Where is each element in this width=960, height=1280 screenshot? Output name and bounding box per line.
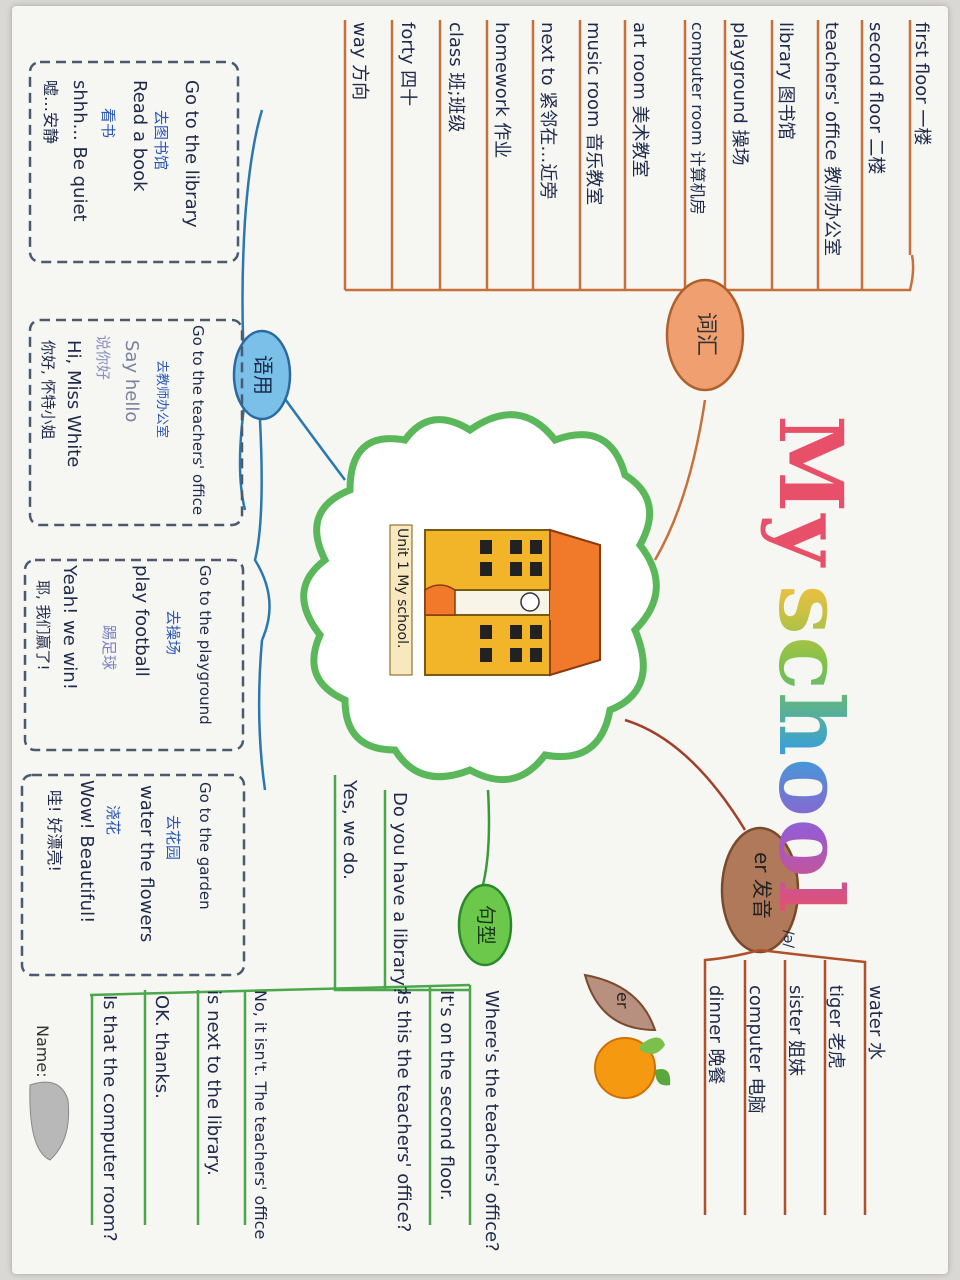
dialogue-line: Say hello	[121, 340, 142, 423]
vocab-line: music room 音乐教室	[583, 22, 604, 206]
er-bubble-shape	[720, 826, 800, 954]
sentence-bubble-shape	[457, 883, 513, 967]
dialogue-line: Wow! Beautiful!	[76, 780, 97, 924]
er-leaf-label: er	[613, 992, 632, 1009]
name-sticker	[29, 1081, 70, 1161]
sentence-line: is next to the library.	[203, 990, 224, 1176]
er-word: computer 电脑	[745, 985, 766, 1114]
dialogue-line: Go to the garden	[196, 782, 214, 910]
dialogue-line: 哇! 好漂亮!	[45, 790, 64, 872]
vocab-line: art room 美术教室	[629, 22, 650, 178]
sentence-line: Do you have a library?	[389, 792, 410, 996]
vocab-line: class 班;班级	[445, 22, 466, 133]
orange-fruit	[594, 1037, 656, 1099]
dialogue-line: 去花园	[164, 815, 182, 861]
er-word: sister 姐妹	[785, 985, 806, 1077]
vocab-line: way 方向	[349, 22, 370, 101]
dialogue-line: play football	[131, 565, 152, 677]
sentence-line: Is this the teachers' office?	[393, 990, 414, 1233]
dialogue-box-library	[28, 60, 240, 264]
er-leaf-shape	[583, 973, 657, 1032]
sentence-line: Where's the teachers' office?	[481, 990, 502, 1252]
dialogue-line: Yeah! we win!	[59, 565, 80, 690]
er-word: dinner 晚餐	[705, 985, 726, 1085]
dialogue-line: Go to the library	[181, 80, 202, 228]
vocab-bubble-shape	[665, 278, 745, 392]
dialogue-box-office	[28, 318, 244, 527]
vocab-line: forty 四十	[397, 22, 418, 107]
dialogue-line: 耶, 我们赢了!	[34, 580, 52, 671]
dialogue-line: 浇花	[104, 805, 122, 836]
dialogue-line: 去图书馆	[152, 110, 170, 171]
sentence-line: No, it isn't. The teachers' office	[251, 990, 270, 1240]
title-word-my: My	[759, 415, 863, 568]
vocab-line: homework 作业	[491, 22, 512, 159]
dialogue-line: Hi, Miss White	[63, 340, 84, 468]
sentence-ruled-lines	[89, 775, 472, 1225]
dialogue-line: 说你好	[94, 335, 112, 381]
vocab-line: library 图书馆	[775, 22, 796, 140]
poster-title-school: school	[759, 585, 863, 915]
vocab-line: teachers' office 教师办公室	[821, 22, 842, 257]
dialogue-box-playground	[23, 558, 245, 752]
vocab-line: next to 紧邻在…近旁	[537, 22, 558, 200]
dialogue-line: water the flowers	[136, 785, 157, 943]
dialogue-bubble-label: 语用	[251, 355, 275, 395]
er-ruled-lines	[703, 948, 867, 1215]
er-bubble-label: er 发音	[750, 852, 774, 919]
vocab-ruled-lines	[343, 20, 915, 292]
er-phonetic: /ə/	[780, 930, 796, 949]
dialogue-line: Read a book	[129, 80, 150, 192]
sentence-line: It's on the second floor.	[436, 990, 457, 1201]
dialogue-line: 去教师办公室	[154, 360, 169, 439]
sentence-line: Is that the computer room?	[99, 995, 120, 1242]
dialogue-line: shhh... Be quiet	[69, 80, 90, 222]
dialogue-line: 你好, 怀特小姐	[39, 340, 57, 440]
vocab-line: computer room 计算机房	[688, 22, 707, 215]
vocab-line: playground 操场	[729, 22, 750, 166]
er-word: tiger 老虎	[825, 985, 846, 1069]
vocab-bubble-label: 词汇	[693, 312, 718, 357]
er-word: water 水	[865, 985, 886, 1061]
dialogue-line: 踢足球	[100, 625, 118, 671]
school-house	[389, 524, 601, 677]
dialogue-line: Go to the playground	[196, 565, 214, 725]
vocab-line: first floor 一楼	[911, 22, 932, 146]
sentence-bubble-label: 句型	[474, 905, 498, 945]
poster-title: My	[759, 415, 863, 568]
sentence-line: OK. thanks.	[151, 995, 172, 1099]
center-caption: Unit 1 My school.	[394, 528, 410, 649]
sentence-line: Yes, we do.	[339, 780, 360, 880]
dialogue-line: 看书	[99, 108, 117, 139]
dialogue-line: 嘘…安静	[41, 80, 60, 145]
dialogue-line: 去操场	[164, 610, 182, 656]
vocab-line: second floor 二楼	[865, 22, 886, 175]
title-word-school: school	[759, 585, 863, 915]
dialogue-bubble-shape	[232, 329, 292, 421]
dialogue-line: Go to the teachers' office	[189, 325, 207, 516]
dialogue-box-garden	[20, 773, 246, 977]
name-label: Name:	[33, 1025, 52, 1078]
